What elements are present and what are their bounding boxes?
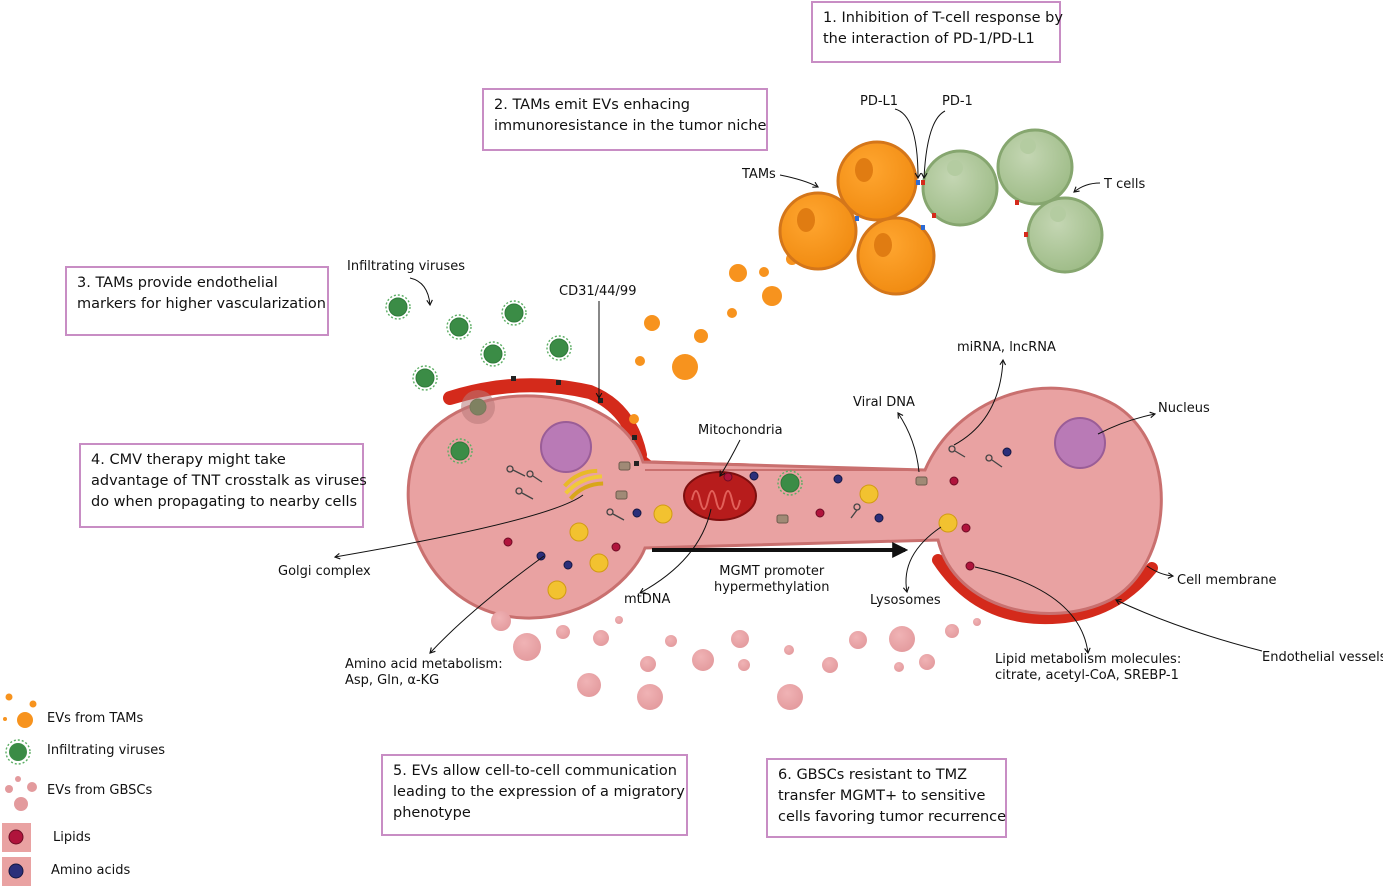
lipids	[503, 472, 975, 571]
label-tams: TAMs	[742, 167, 776, 182]
label-golgi: Golgi complex	[278, 564, 371, 579]
nucleus-left	[540, 421, 592, 473]
legend-amino-acids: Amino acids	[51, 863, 131, 878]
tam-cells	[778, 140, 936, 296]
label-t-cells: T cells	[1104, 177, 1146, 192]
label-lipid: Lipid metabolism molecules: citrate, ace…	[995, 652, 1181, 684]
box-3-line-2: markers for higher vascularization	[77, 296, 326, 312]
legend-lipids: Lipids	[53, 830, 91, 845]
legend-evs-tams: EVs from TAMs	[47, 711, 144, 726]
viruses	[385, 294, 803, 496]
cd-markers	[511, 376, 639, 466]
box-2: 2. TAMs emit EVs enhacing immunoresistan…	[482, 88, 768, 151]
label-pd-l1: PD-L1	[860, 94, 899, 109]
label-mitochondria: Mitochondria	[698, 423, 783, 438]
mitochondrion	[683, 471, 757, 521]
box-6-line-2: transfer MGMT+ to sensitive	[778, 788, 986, 804]
dna-fragments	[615, 461, 928, 524]
gbsc-evs	[491, 611, 981, 710]
box-2-line-2: immunoresistance in the tumor niche	[494, 118, 767, 134]
box-2-line-1: 2. TAMs emit EVs enhacing	[494, 97, 690, 113]
box-3: 3. TAMs provide endothelial markers for …	[65, 266, 329, 336]
label-cell-membrane: Cell membrane	[1177, 573, 1277, 588]
label-nucleus: Nucleus	[1158, 401, 1210, 416]
label-mgmt-line-1: MGMT promoter	[719, 564, 825, 579]
box-1-line-2: the interaction of PD-1/PD-L1	[823, 31, 1035, 47]
box-4: 4. CMV therapy might take advantage of T…	[79, 443, 367, 528]
label-mgmt: MGMT promoter hypermethylation	[714, 564, 829, 596]
label-infiltrating-viruses: Infiltrating viruses	[347, 259, 466, 274]
label-mgmt-line-2: hypermethylation	[714, 580, 830, 595]
box-1: 1. Inhibition of T-cell response by the …	[811, 1, 1063, 63]
nucleic-acids	[506, 445, 1003, 521]
box-6-line-3: cells favoring tumor recurrence	[778, 809, 1007, 825]
label-amino-line-1: Amino acid metabolism:	[345, 657, 503, 672]
legend-viruses: Infiltrating viruses	[47, 743, 166, 758]
label-mirna: miRNA, lncRNA	[957, 340, 1056, 355]
legend-evs-gbscs: EVs from GBSCs	[47, 783, 153, 798]
nucleus-right	[1054, 417, 1106, 469]
box-6: 6. GBSCs resistant to TMZ transfer MGMT+…	[766, 758, 1007, 838]
tam-evs	[629, 253, 798, 424]
label-mtdna: mtDNA	[624, 592, 671, 607]
box-5-line-3: phenotype	[393, 805, 471, 821]
box-6-line-1: 6. GBSCs resistant to TMZ	[778, 767, 968, 783]
label-endothelial: Endothelial vessels	[1262, 650, 1383, 665]
lysosomes	[547, 484, 958, 600]
legend-icons	[2, 693, 37, 886]
amino-acids	[536, 447, 1012, 570]
box-3-line-1: 3. TAMs provide endothelial	[77, 275, 278, 291]
label-lipid-line-2: citrate, acetyl-CoA, SREBP-1	[995, 668, 1179, 683]
label-lipid-line-1: Lipid metabolism molecules:	[995, 652, 1182, 667]
box-1-line-1: 1. Inhibition of T-cell response by	[823, 10, 1063, 26]
label-viral-dna: Viral DNA	[853, 395, 915, 410]
golgi-complex	[563, 468, 604, 501]
label-pd-1: PD-1	[942, 94, 973, 109]
label-cd31: CD31/44/99	[559, 284, 637, 299]
pointer-arrows	[333, 108, 1263, 655]
box-5-line-1: 5. EVs allow cell-to-cell communication	[393, 763, 677, 779]
box-4-line-1: 4. CMV therapy might take	[91, 452, 286, 468]
label-lysosomes: Lysosomes	[870, 593, 941, 608]
t-cells	[921, 128, 1104, 274]
label-amino: Amino acid metabolism: Asp, Gln, α-KG	[345, 657, 503, 689]
box-4-line-2: advantage of TNT crosstalk as viruses	[91, 473, 367, 489]
box-5: 5. EVs allow cell-to-cell communication …	[381, 754, 688, 836]
label-amino-line-2: Asp, Gln, α-KG	[345, 673, 440, 688]
box-4-line-3: do when propagating to nearby cells	[91, 494, 358, 510]
checkpoint-markers	[855, 180, 1028, 237]
box-5-line-2: leading to the expression of a migratory	[393, 784, 685, 800]
